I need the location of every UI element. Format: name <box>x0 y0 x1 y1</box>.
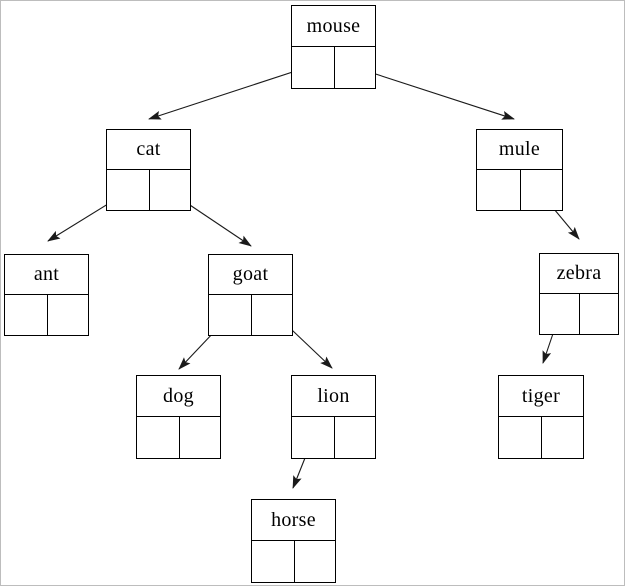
node-label: ant <box>5 255 88 295</box>
node-label: goat <box>209 255 292 295</box>
left-pointer-cell <box>292 417 334 458</box>
node-label: zebra <box>540 254 618 294</box>
node-pointer-row <box>477 170 562 210</box>
node-pointer-row <box>292 417 375 458</box>
left-pointer-cell <box>107 170 149 210</box>
node-label: lion <box>292 376 375 417</box>
right-pointer-cell <box>519 170 563 210</box>
right-pointer-cell <box>293 541 336 582</box>
edge-mouse-mule <box>353 66 515 120</box>
node-ant: ant <box>4 254 89 336</box>
right-pointer-cell <box>333 47 376 88</box>
node-label: mule <box>477 130 562 170</box>
node-label: mouse <box>292 6 375 47</box>
right-pointer-cell <box>46 295 89 335</box>
node-horse: horse <box>251 499 336 583</box>
node-mouse: mouse <box>291 5 376 89</box>
node-pointer-row <box>107 170 190 210</box>
node-label: cat <box>107 130 190 170</box>
node-pointer-row <box>252 541 335 582</box>
node-label: horse <box>252 500 335 541</box>
left-pointer-cell <box>477 170 520 210</box>
right-pointer-cell <box>178 417 221 458</box>
left-pointer-cell <box>252 541 294 582</box>
node-zebra: zebra <box>539 253 619 335</box>
right-pointer-cell <box>541 417 583 458</box>
node-dog: dog <box>136 375 221 459</box>
right-pointer-cell <box>333 417 376 458</box>
node-label: dog <box>137 376 220 417</box>
right-pointer-cell <box>148 170 191 210</box>
right-pointer-cell <box>250 295 293 335</box>
node-lion: lion <box>291 375 376 459</box>
node-cat: cat <box>106 129 191 211</box>
left-pointer-cell <box>540 294 579 334</box>
node-pointer-row <box>540 294 618 334</box>
node-mule: mule <box>476 129 563 211</box>
node-pointer-row <box>5 295 88 335</box>
node-pointer-row <box>292 47 375 88</box>
node-pointer-row <box>499 417 583 458</box>
left-pointer-cell <box>137 417 179 458</box>
left-pointer-cell <box>5 295 47 335</box>
node-label: tiger <box>499 376 583 417</box>
left-pointer-cell <box>209 295 251 335</box>
node-pointer-row <box>209 295 292 335</box>
node-pointer-row <box>137 417 220 458</box>
left-pointer-cell <box>292 47 334 88</box>
node-goat: goat <box>208 254 293 336</box>
node-tiger: tiger <box>498 375 584 459</box>
left-pointer-cell <box>499 417 541 458</box>
right-pointer-cell <box>579 294 618 334</box>
edge-mouse-cat <box>148 64 315 120</box>
